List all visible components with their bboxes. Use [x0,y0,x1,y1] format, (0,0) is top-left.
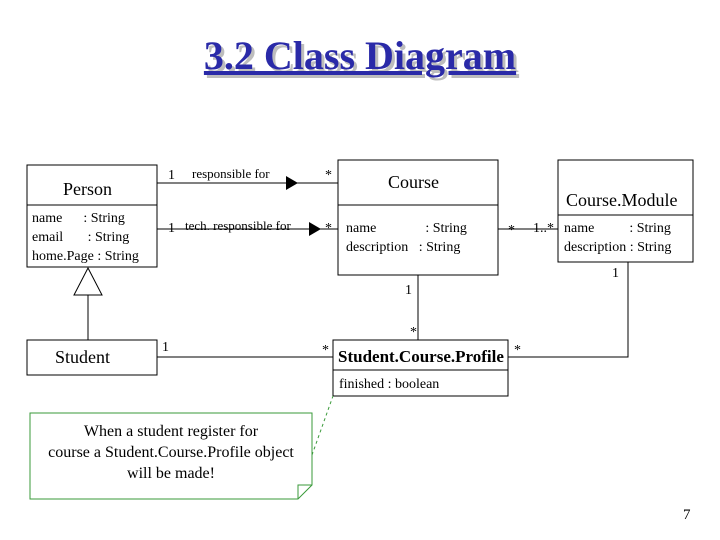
person-class-name: Person [63,179,112,199]
course-module-attribute: description : String [564,240,672,255]
note: When a student register for course a Stu… [30,413,312,499]
tech-responsible-direction-icon [309,222,321,236]
multiplicity: * [322,343,329,358]
responsible-for-label: responsible for [192,166,270,181]
multiplicity: * [508,223,515,238]
slide-title: 3.2 Class Diagram [203,33,517,78]
note-folded-corner [297,484,312,499]
multiplicity: * [325,221,332,236]
course-attribute: description : String [346,240,461,255]
course-module-attribute: name : String [564,221,671,236]
student-course-profile-box [332,339,509,397]
responsible-for-direction-icon [286,176,298,190]
tech-responsible-for-label: tech. responsible for [185,218,291,233]
multiplicity: 1 [168,168,175,183]
scp-attribute: finished : boolean [339,377,440,392]
course-class-name: Course [388,172,439,192]
generalization-triangle-icon [73,266,103,296]
person-attribute: email : String [32,230,130,245]
multiplicity: 1 [162,340,169,355]
multiplicity: * [325,168,332,183]
scp-class-name: Student.Course.Profile [338,347,504,366]
note-line: course a Student.Course.Profile object [48,444,294,461]
note-anchor-line [311,395,334,456]
note-line: When a student register for [83,423,259,440]
person-box [26,164,158,268]
multiplicity: 1 [612,266,619,281]
note-line: will be made! [127,465,215,482]
course-attribute: name : String [346,221,467,236]
module-profile-association-line [508,262,629,358]
multiplicity: 1..* [533,221,554,236]
multiplicity: * [410,325,417,340]
course-module-box [557,159,694,263]
multiplicity: * [514,343,521,358]
course-module-class-name: Course.Module [566,190,678,210]
person-attribute: home.Page : String [32,249,139,264]
person-attribute: name : String [32,211,125,226]
multiplicity: 1 [405,283,412,298]
multiplicity: 1 [168,221,175,236]
note-box [29,412,313,500]
student-class-name: Student [55,347,111,367]
page-number: 7 [683,507,691,523]
